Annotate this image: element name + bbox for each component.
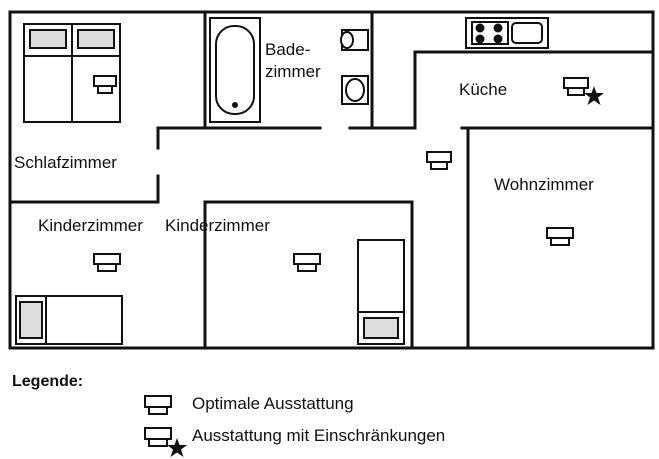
legend-limited-label: Ausstattung mit Einschränkungen (192, 426, 446, 445)
single-bed-icon (357, 239, 405, 345)
room-label-badezimmer-1: Bade- (265, 40, 311, 59)
room-label-kinderzimmer-2: Kinderzimmer (165, 216, 270, 235)
legend-optimal-label: Optimale Ausstattung (192, 394, 354, 413)
room-label-kueche: Küche (459, 80, 508, 99)
room-label-badezimmer-2: zimmer (265, 62, 321, 81)
optimal-equipment-icon (426, 151, 452, 170)
limited-equipment-icon (563, 77, 604, 105)
optimal-equipment-icon (93, 253, 121, 272)
room-label-kinderzimmer-1: Kinderzimmer (38, 216, 143, 235)
optimal-equipment-icon (546, 227, 574, 246)
toilet-icon (340, 29, 369, 51)
room-label-wohnzimmer: Wohnzimmer (494, 175, 594, 194)
legend-title: Legende: (12, 373, 84, 390)
legend-limited-icon (144, 427, 187, 457)
double-bed-icon (23, 23, 121, 123)
stove-icon (465, 17, 549, 49)
room-label-schlafzimmer: Schlafzimmer (14, 153, 117, 172)
optimal-equipment-icon (93, 75, 117, 94)
optimal-equipment-icon (293, 253, 321, 272)
sink-icon (341, 75, 369, 105)
legend-optimal-icon (144, 395, 172, 415)
single-bed-icon (15, 295, 123, 345)
bathtub-icon (209, 17, 261, 123)
